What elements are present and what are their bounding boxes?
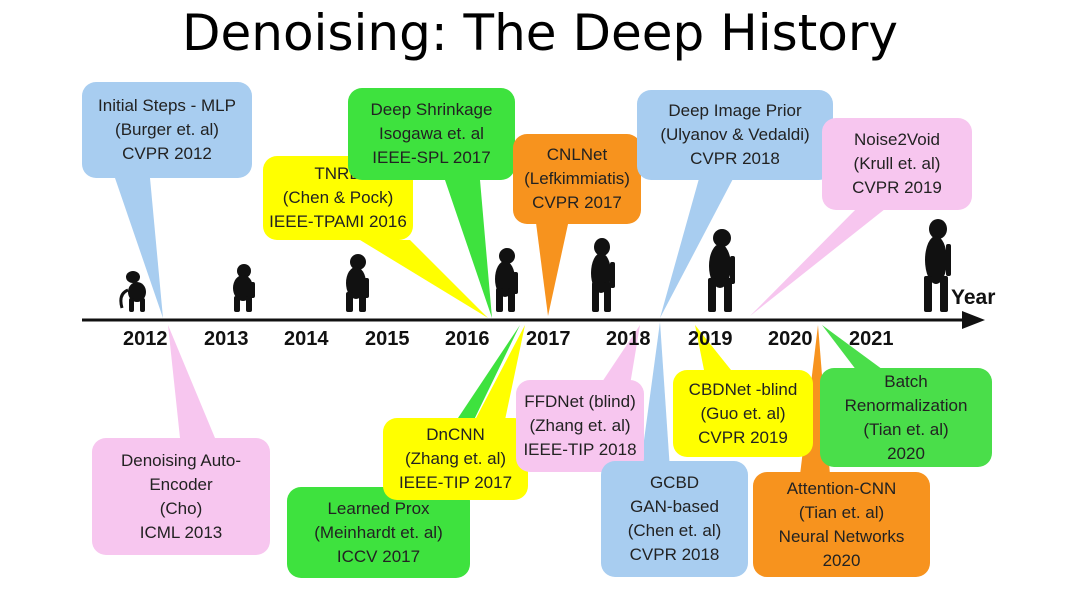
callout-line: (Meinhardt et. al) [314, 522, 443, 542]
evolution-silhouettes [119, 219, 951, 312]
callout-line: Noise2Void [853, 130, 940, 149]
year-label: 2017 [526, 328, 571, 350]
callout-line: 2020 [822, 550, 861, 570]
callout-line: (Zhang et. al) [529, 416, 631, 435]
callout-line: FFDNet (blind) [524, 392, 636, 411]
tail-cbdnet [695, 325, 735, 375]
callout-line: (Tian et. al) [798, 502, 885, 522]
tail-tnrd [360, 240, 488, 318]
callout-line: Denoising Auto- [120, 450, 242, 470]
callout-attention-cnn: Attention-CNN (Tian et. al) Neural Netwo… [753, 472, 930, 577]
callout-line: (Cho) [159, 498, 203, 518]
callout-deep-image-prior: Deep Image Prior (Ulyanov & Vedaldi) CVP… [637, 90, 833, 180]
callout-line: (Tian et. al) [863, 419, 949, 439]
ape-silhouette-2 [346, 254, 369, 312]
callout-line: IEEE-TPAMI 2016 [269, 212, 407, 231]
callout-line: 2020 [887, 443, 925, 463]
tail-dae [168, 325, 215, 438]
year-label: 2013 [204, 328, 249, 350]
callout-line: Deep Shrinkage [370, 100, 493, 119]
callout-line: CVPR 2012 [122, 144, 212, 163]
callout-ffdnet: FFDNet (blind) (Zhang et. al) IEEE-TIP 2… [516, 380, 644, 472]
tail-mlp [115, 178, 163, 318]
callout-denoising-auto-encoder: Denoising Auto- Encoder (Cho) ICML 2013 [92, 438, 270, 555]
callout-line: (Zhang et. al) [404, 449, 507, 468]
timeline-arrowhead [962, 311, 985, 329]
callout-line: GCBD [649, 473, 700, 492]
callout-line: IEEE-TIP 2017 [398, 473, 513, 492]
callout-line: ICCV 2017 [336, 546, 421, 566]
callout-line: Isogawa et. al [379, 124, 484, 143]
callout-line: (Burger et. al) [115, 120, 219, 139]
callout-line: CVPR 2017 [532, 193, 622, 212]
callout-gcbd: GCBD GAN-based (Chen et. al) CVPR 2018 [601, 461, 748, 577]
year-label: 2012 [123, 328, 168, 350]
hominid-silhouette-2 [591, 238, 615, 312]
tail-dncnn [475, 325, 525, 420]
year-label: 2016 [445, 328, 490, 350]
callout-deep-shrinkage: Deep Shrinkage Isogawa et. al IEEE-SPL 2… [348, 88, 515, 180]
callout-line: Deep Image Prior [668, 101, 802, 120]
callout-mlp: Initial Steps - MLP (Burger et. al) CVPR… [82, 82, 252, 178]
monkey-silhouette [119, 271, 146, 312]
year-label: 2019 [688, 328, 733, 350]
tail-deep-image-prior [660, 175, 735, 318]
diagram-title: Denoising: The Deep History [182, 4, 898, 62]
year-label: 2015 [365, 328, 410, 350]
callout-line: CVPR 2019 [698, 427, 788, 447]
hominid-silhouette-3 [708, 229, 735, 312]
callout-noise2void: Noise2Void (Krull et. al) CVPR 2019 [822, 118, 972, 210]
tail-deep-shrinkage [445, 180, 492, 318]
callout-line: CVPR 2018 [629, 545, 720, 564]
callout-line: IEEE-TIP 2018 [523, 440, 637, 459]
year-label: 2021 [849, 328, 894, 350]
tail-gcbd [640, 322, 670, 470]
callout-line: GAN-based [630, 497, 719, 516]
tail-noise2void [750, 205, 890, 316]
axis-label-year: Year [951, 286, 996, 309]
year-label: 2014 [284, 328, 329, 350]
hominid-silhouette-1 [495, 248, 518, 312]
tail-batch-renorm [822, 325, 890, 375]
year-label: 2020 [768, 328, 813, 350]
callout-line: (Ulyanov & Vedaldi) [660, 125, 810, 144]
callout-batch-renormalization: Batch Renormalization (Tian et. al) 2020 [820, 368, 992, 467]
tail-ffdnet [600, 325, 640, 385]
callout-cbdnet: CBDNet -blind (Guo et. al) CVPR 2019 [673, 370, 813, 457]
callout-line: CVPR 2018 [690, 149, 780, 168]
callout-line: Learned Prox [327, 498, 430, 518]
callout-line: (Lefkimmiatis) [524, 169, 630, 188]
ape-silhouette-1 [233, 264, 255, 312]
human-silhouette [924, 219, 951, 312]
tail-cnlnet [535, 215, 570, 316]
callout-line: CNLNet [546, 145, 608, 164]
callout-line: Renormalization [844, 395, 968, 415]
callout-line: CVPR 2019 [852, 178, 942, 197]
callout-line: ICML 2013 [139, 522, 223, 542]
callout-dncnn: DnCNN (Zhang et. al) IEEE-TIP 2017 [383, 418, 528, 500]
callout-line: (Chen et. al) [627, 521, 722, 540]
callout-cnlnet: CNLNet (Lefkimmiatis) CVPR 2017 [513, 134, 641, 224]
callout-line: Encoder [149, 474, 213, 494]
callout-line: Neural Networks [778, 526, 905, 546]
callout-line: (Krull et. al) [853, 154, 941, 173]
year-label: 2018 [606, 328, 651, 350]
callout-line: Batch [884, 371, 928, 391]
callout-learned-prox: Learned Prox (Meinhardt et. al) ICCV 201… [287, 487, 470, 578]
callout-line: DnCNN [426, 425, 485, 444]
callout-line: CBDNet -blind [688, 379, 798, 399]
callout-line: (Guo et. al) [700, 403, 786, 423]
callout-line: Initial Steps - MLP [98, 96, 236, 115]
callout-line: (Chen & Pock) [282, 188, 394, 207]
callout-line: IEEE-SPL 2017 [372, 148, 491, 167]
callout-line: Attention-CNN [786, 478, 897, 498]
